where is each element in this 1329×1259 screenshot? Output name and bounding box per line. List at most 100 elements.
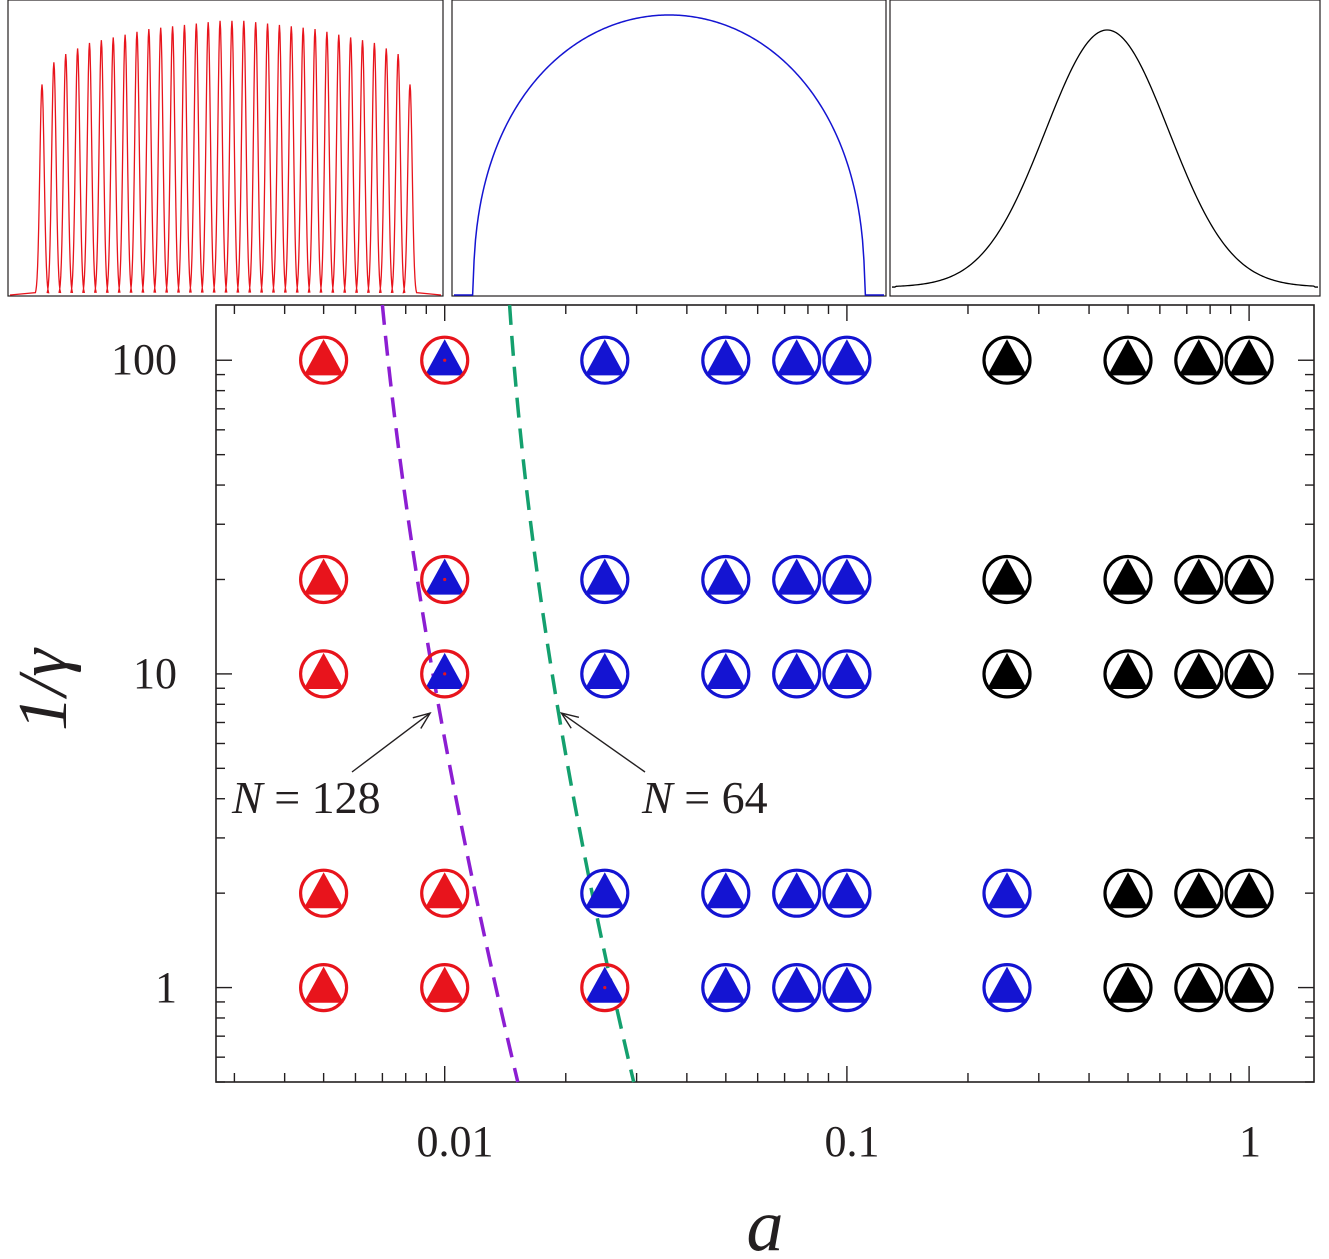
data-point [420,335,470,385]
plot-frame [215,304,1315,1083]
point-triangle [584,558,625,595]
point-circle [982,868,1032,918]
data-point [982,868,1032,918]
point-circle [420,868,470,918]
point-triangle [424,339,465,376]
data-point [822,962,872,1013]
data-point [1174,868,1224,918]
inset-right-frame [889,0,1321,297]
point-triangle [424,652,465,689]
point-circle [420,335,470,385]
point-circle [1103,649,1153,699]
data-point [822,554,872,605]
x-tick-label-1: 1 [1239,1117,1261,1166]
data-point [822,868,872,918]
annotation-arrow-line [351,712,431,773]
data-point [420,962,470,1013]
data-point [772,554,822,605]
point-circle [982,335,1032,385]
point-triangle [827,652,867,689]
point-triangle [705,558,746,595]
point-triangle [424,872,465,909]
point-triangle [1229,872,1269,909]
boundary-line-n64 [507,304,636,1083]
annotation-n128-var: N [231,772,265,823]
data-point [982,649,1032,699]
point-center-dot [443,358,447,362]
data-point [1174,649,1224,699]
point-circle [299,649,349,699]
inset-left-panel [7,0,444,297]
main-plot: 0.01 0.1 1 100 10 1 a 1/γ N = 128 N = 64 [5,304,1315,1259]
point-circle [701,868,751,918]
point-circle [580,335,630,385]
point-triangle [1108,652,1148,689]
point-triangle [303,339,344,376]
data-point [701,335,751,385]
point-circle [1224,554,1274,605]
data-point [580,962,630,1013]
inset-left-curve [9,20,442,296]
point-circle [1174,335,1224,385]
point-triangle [987,652,1027,689]
data-point [701,868,751,918]
point-circle [822,335,872,385]
point-circle [1224,868,1274,918]
point-triangle [705,966,746,1003]
inset-left-frame [7,0,444,297]
point-circle [580,962,630,1013]
point-triangle [776,558,817,595]
svg-text:N = 64: N = 64 [641,772,768,823]
point-triangle [987,872,1027,909]
point-circle [822,554,872,605]
data-point [1103,962,1153,1013]
point-triangle [584,966,625,1003]
boundary-line-n128 [380,304,520,1083]
data-point [299,868,349,918]
annotation-arrow-head [559,712,580,729]
point-triangle [1178,558,1219,595]
point-circle [420,554,470,605]
point-circle [299,962,349,1013]
data-point [1103,868,1153,918]
point-circle [580,868,630,918]
point-triangle [303,558,344,595]
point-circle [822,649,872,699]
point-triangle [776,339,817,376]
data-point [1103,335,1153,385]
point-circle [299,868,349,918]
point-triangle [1108,558,1148,595]
point-circle [822,962,872,1013]
point-circle [1174,649,1224,699]
point-circle [420,962,470,1013]
point-center-dot [443,577,447,582]
point-triangle [1108,339,1148,376]
point-triangle [1229,966,1269,1003]
x-tick-label-0.1: 0.1 [825,1117,880,1166]
data-point [772,649,822,699]
point-circle [1103,554,1153,605]
point-circle [982,962,1032,1013]
point-circle [701,554,751,605]
point-circle [701,649,751,699]
point-circle [701,962,751,1013]
point-circle [772,962,822,1013]
data-point [299,554,349,605]
inset-middle-curve [454,14,884,296]
point-triangle [1108,872,1148,909]
point-triangle [987,966,1027,1003]
point-triangle [705,872,746,909]
data-point [420,554,470,605]
inset-middle-frame [451,0,887,297]
point-triangle [303,652,344,689]
point-triangle [705,339,746,376]
point-triangle [424,558,465,595]
point-circle [982,554,1032,605]
data-point [1224,554,1274,605]
point-triangle [987,339,1027,376]
data-point [420,649,470,699]
data-point [772,868,822,918]
point-circle [1103,962,1153,1013]
point-triangle [584,652,625,689]
